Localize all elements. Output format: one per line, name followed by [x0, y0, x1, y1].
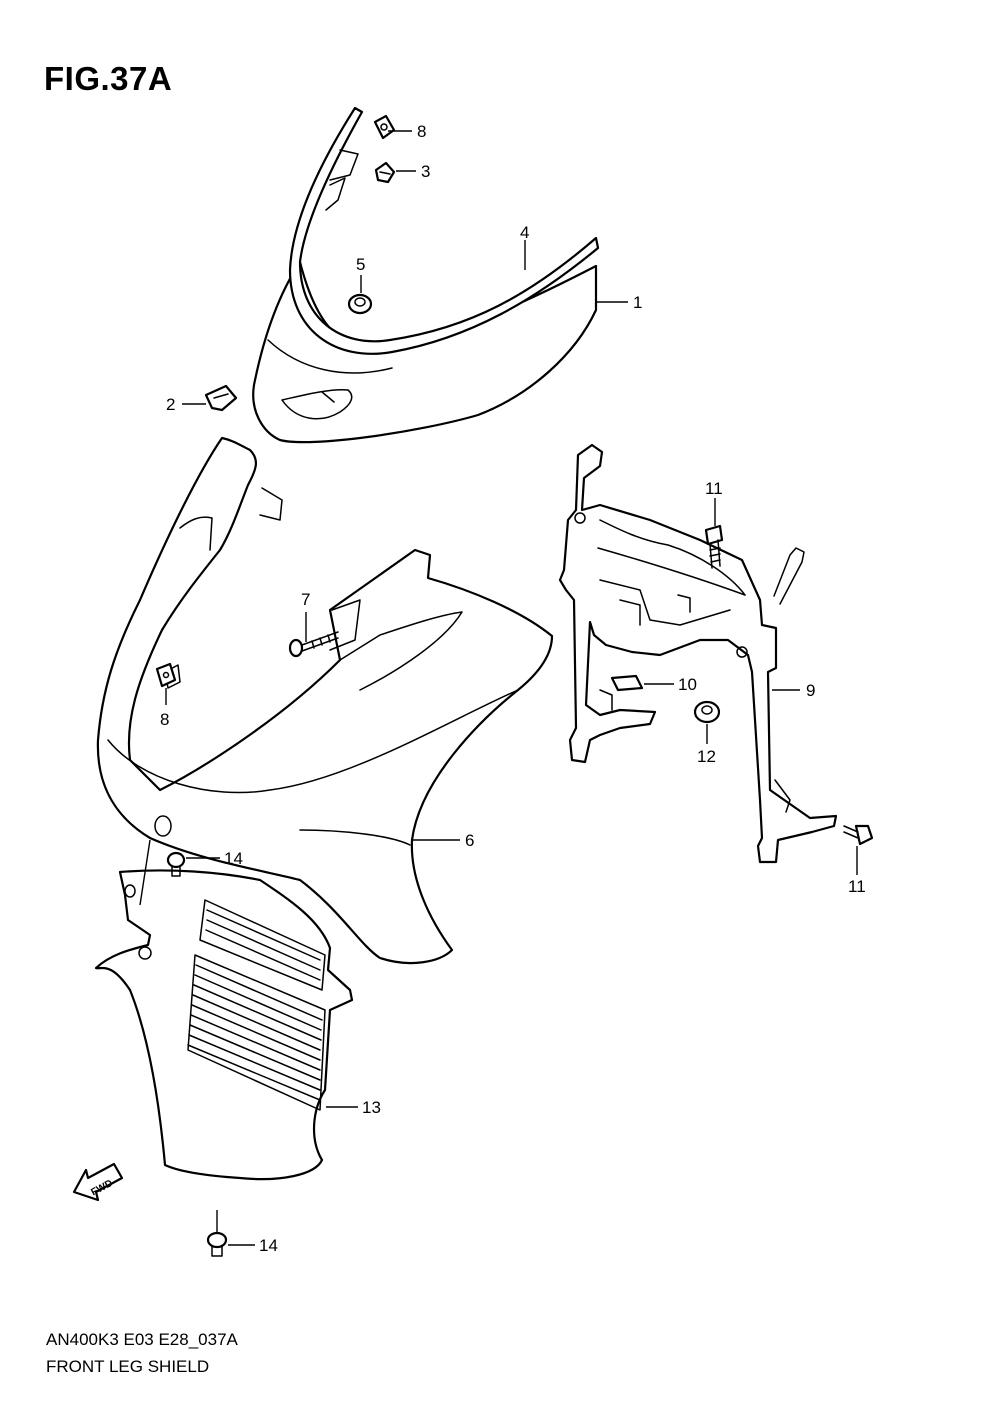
callout-13: 13 — [362, 1098, 381, 1117]
part-11-bolt-lower — [843, 824, 874, 846]
callout-5: 5 — [356, 255, 365, 274]
part-5-grommet — [347, 293, 373, 315]
callout-14-lower: 14 — [259, 1236, 278, 1255]
part-4-trim-strip — [288, 106, 600, 355]
callout-3: 3 — [421, 162, 430, 181]
diagram-name: FRONT LEG SHIELD — [46, 1357, 210, 1376]
part-14-rivet-upper — [166, 851, 186, 877]
callout-12: 12 — [697, 747, 716, 766]
part-2-clip — [204, 384, 238, 412]
part-11-bolt-upper — [704, 524, 724, 569]
callout-14-upper: 14 — [224, 849, 243, 868]
callout-8-top: 8 — [417, 122, 426, 141]
part-7-screw — [288, 631, 339, 658]
callout-8-lower: 8 — [160, 710, 169, 729]
grille-slats — [187, 909, 323, 1101]
callout-4: 4 — [520, 223, 529, 242]
figure-title: FIG.37A — [44, 60, 173, 97]
part-9-bracket — [558, 443, 838, 864]
part-12-grommet — [693, 700, 721, 724]
part-6-leg-shield — [96, 436, 554, 965]
part-8-clip-nut-top — [373, 114, 396, 140]
callout-11-lower: 11 — [848, 877, 866, 896]
leader-lines — [139, 130, 858, 1246]
callout-numbers: 1 2 3 4 5 6 7 8 8 9 10 11 11 12 13 14 14 — [160, 122, 866, 1255]
part-10-clip — [610, 674, 644, 692]
callout-2: 2 — [166, 395, 175, 414]
fwd-arrow-icon: FWD — [72, 1162, 124, 1202]
part-3-clip — [374, 161, 396, 184]
diagram-code: AN400K3 E03 E28_037A — [46, 1330, 238, 1349]
callout-6: 6 — [465, 831, 474, 850]
part-14-rivet-lower — [206, 1231, 228, 1257]
part-13-inner-cover — [94, 869, 354, 1181]
part-8-clip-nut-lower — [155, 662, 177, 688]
callout-11-upper: 11 — [705, 479, 723, 498]
callout-10: 10 — [678, 675, 697, 694]
callout-7: 7 — [301, 590, 310, 609]
callout-9: 9 — [806, 681, 815, 700]
callout-1: 1 — [633, 293, 642, 312]
